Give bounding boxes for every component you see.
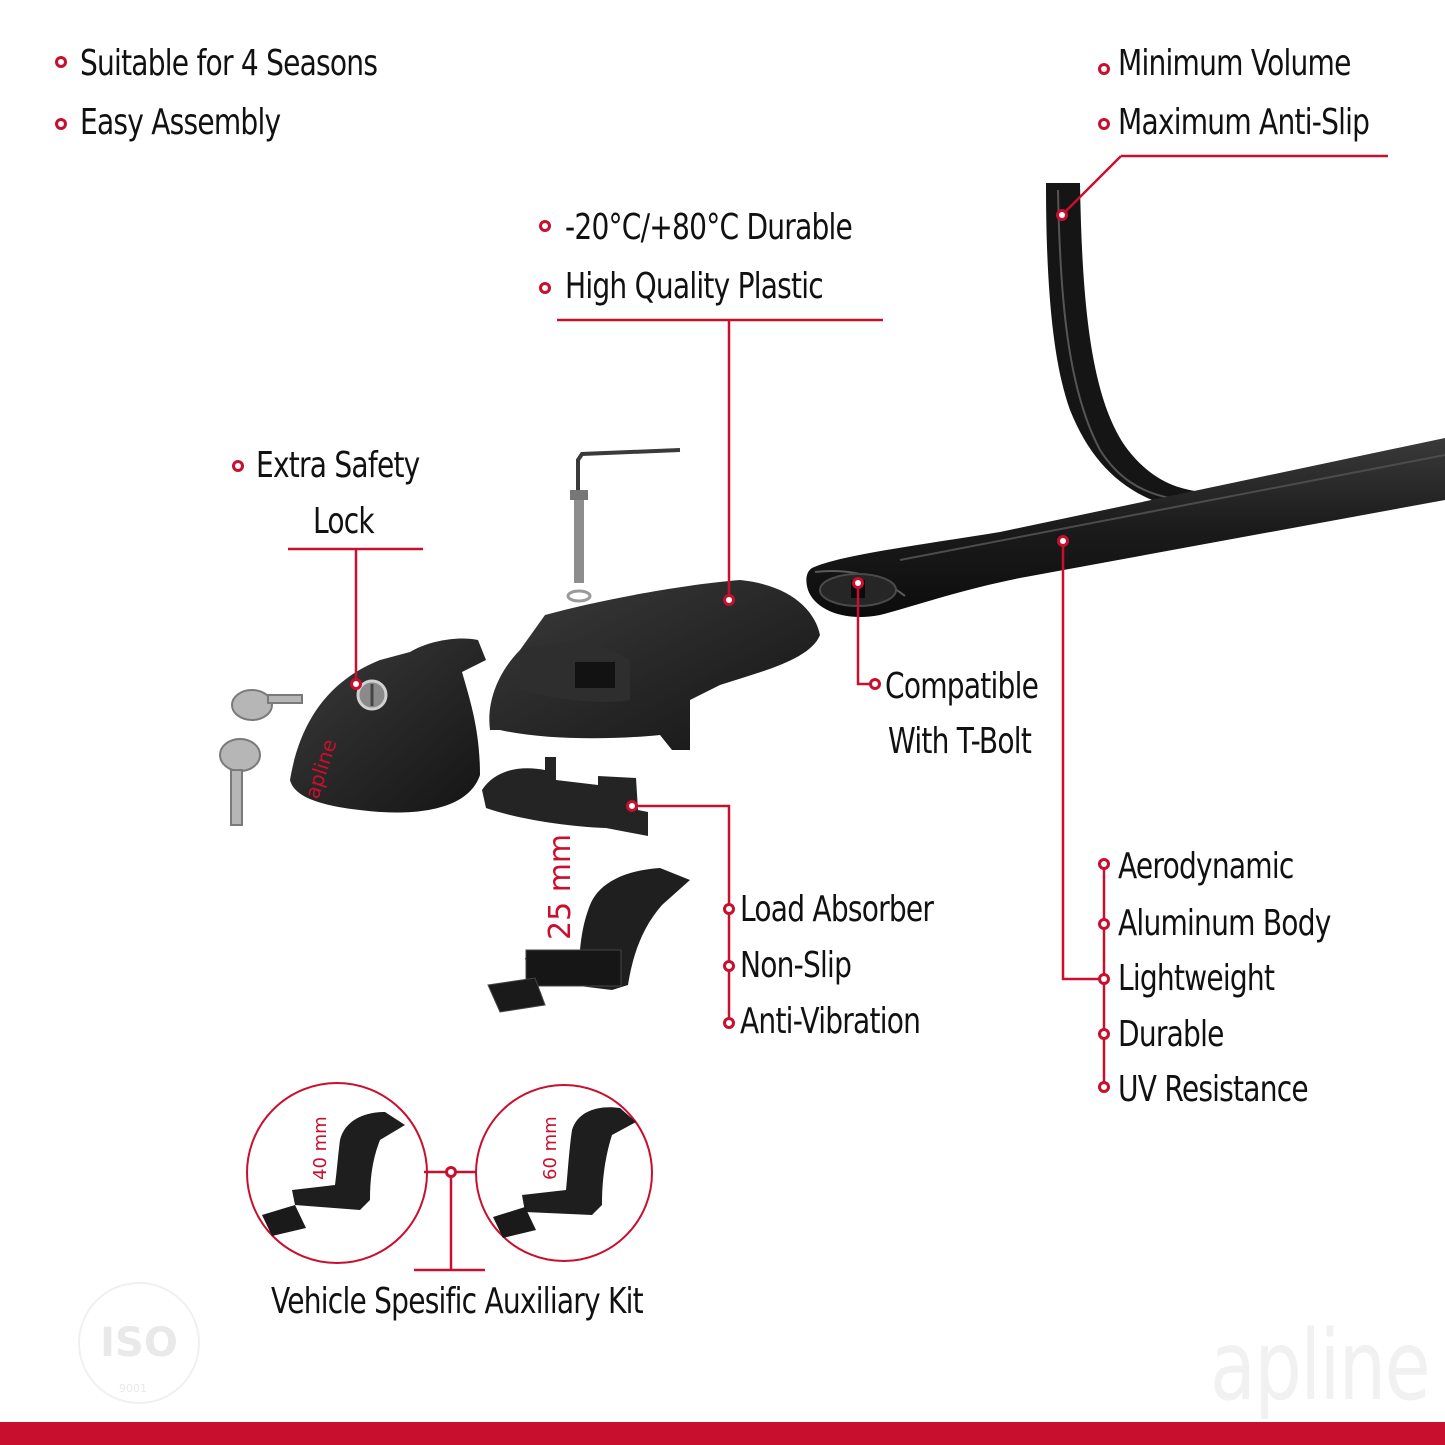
feature-lock: Lock [313,501,375,542]
brand-watermark: apline [1210,1310,1431,1422]
feature-temperature-range: -20°C/+80°C Durable [565,207,853,248]
dimension-60mm: 60 mm [540,1116,561,1180]
lock-foot [290,638,486,813]
iso-certification-mark: ISO [78,1282,200,1404]
dimension-25mm: 25 mm [543,834,578,940]
feature-easy-assembly: Easy Assembly [80,102,281,143]
feature-with-t-bolt: With T-Bolt [888,721,1032,762]
bullet-ring-icon [55,56,1110,1178]
feature-extra-safety: Extra Safety [256,445,420,486]
key-icon [219,689,303,826]
dimension-40mm: 40 mm [310,1116,331,1180]
kit-caption: Vehicle Spesific Auxiliary Kit [271,1281,644,1322]
rubber-pad [482,757,648,836]
leader-lines [288,154,1388,1272]
feature-four-seasons: Suitable for 4 Seasons [80,43,378,84]
mounting-foot [489,580,820,750]
feature-uv-resistance: UV Resistance [1118,1069,1309,1110]
feature-maximum-anti-slip: Maximum Anti-Slip [1118,102,1370,143]
iso-number: 9001 [119,1382,147,1395]
feature-load-absorber: Load Absorber [740,889,934,930]
bottom-accent-bar [0,1422,1445,1445]
feature-minimum-volume: Minimum Volume [1118,43,1351,84]
feature-lightweight: Lightweight [1118,958,1275,999]
allen-key-icon [576,448,681,530]
rubber-strip [1046,183,1205,505]
feature-anti-vibration: Anti-Vibration [740,1001,921,1042]
feature-non-slip: Non-Slip [740,945,852,986]
feature-aluminum-body: Aluminum Body [1118,903,1331,944]
feature-aerodynamic: Aerodynamic [1118,846,1294,887]
aluminum-bar [806,438,1445,618]
feature-high-quality-plastic: High Quality Plastic [565,266,824,307]
bolt-icon [574,495,584,583]
feature-compatible: Compatible [885,666,1039,707]
feature-durable: Durable [1118,1014,1224,1055]
